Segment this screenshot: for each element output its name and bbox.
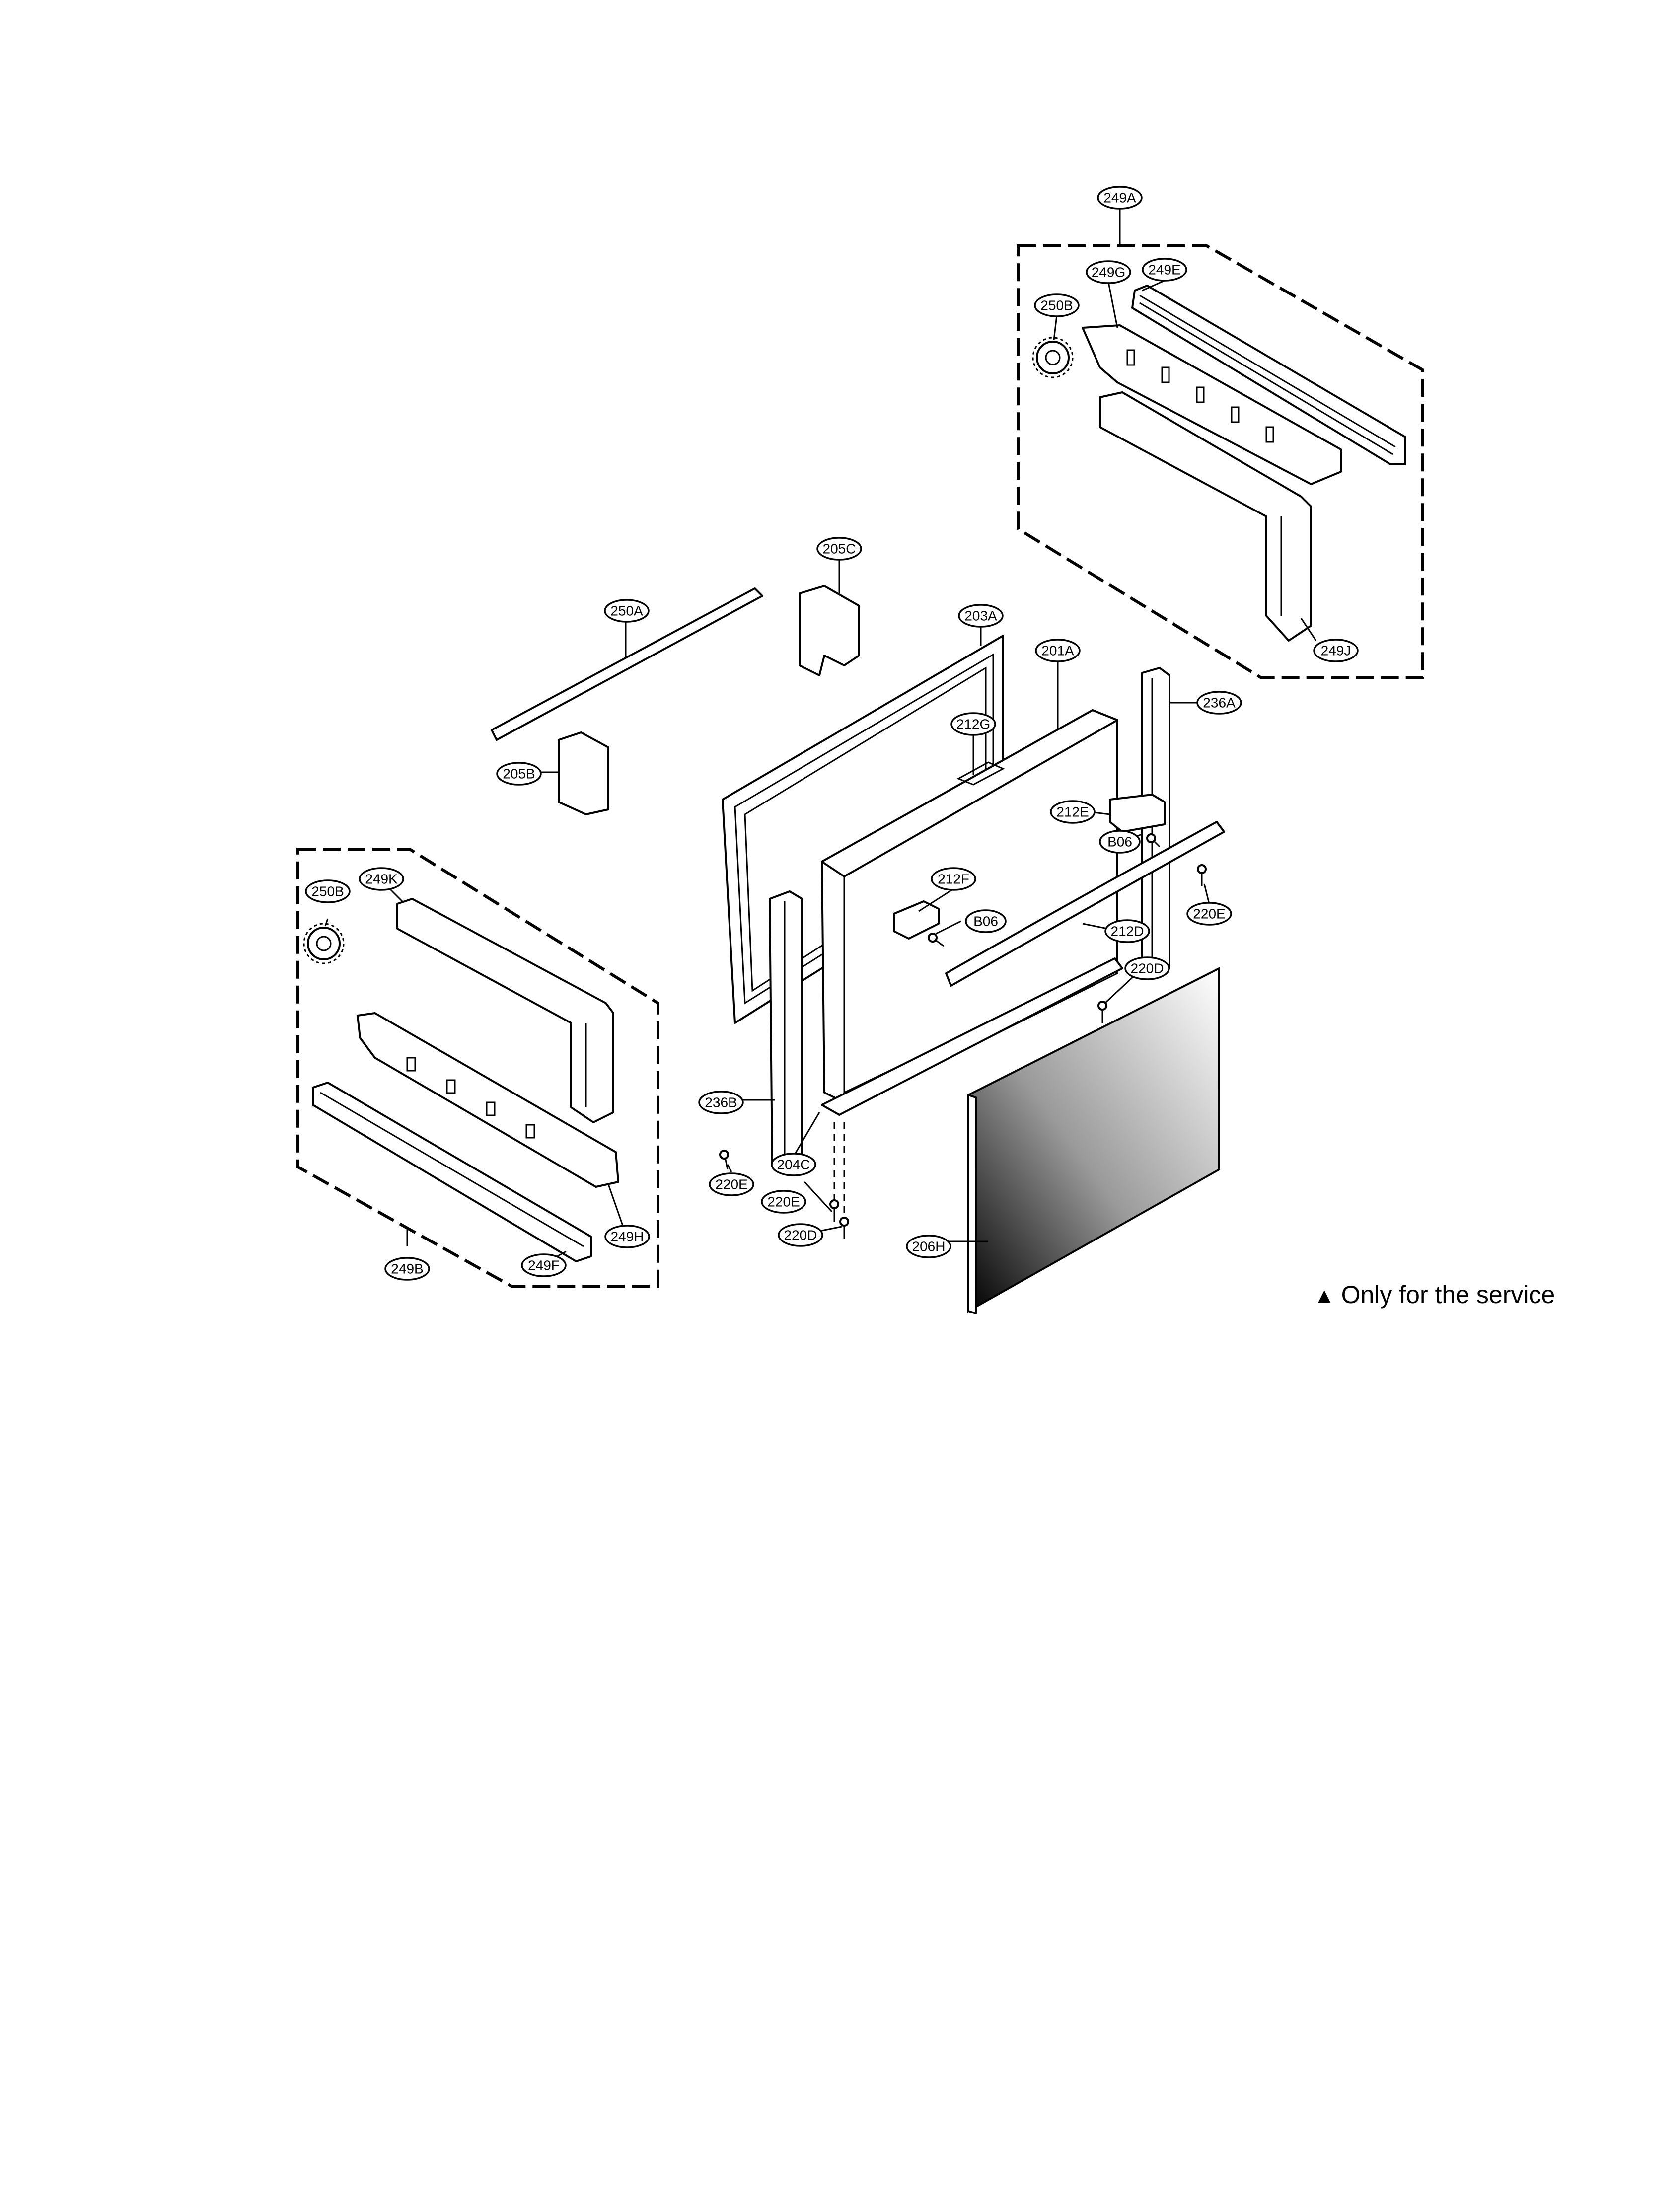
callout-220e-mid: 220E	[761, 1190, 806, 1214]
callout-249f: 249F	[521, 1253, 567, 1277]
callout-b06-left-label: B06	[973, 914, 998, 929]
callout-250b-top: 250B	[1034, 293, 1080, 317]
callout-249h: 249H	[604, 1225, 650, 1248]
callout-203a-label: 203A	[964, 608, 997, 624]
callout-220d-bottom-label: 220D	[784, 1228, 817, 1243]
part-249f-rail	[312, 1082, 592, 1262]
callout-205b-label: 205B	[503, 766, 535, 782]
callout-250b-left-label: 250B	[311, 884, 344, 899]
callout-250a-label: 250A	[610, 603, 643, 619]
callout-220e-mid-label: 220E	[767, 1194, 800, 1210]
callout-201a-label: 201A	[1041, 643, 1074, 658]
screws	[719, 833, 1207, 1239]
part-249h-bracket	[357, 1012, 619, 1188]
callout-220e-right-label: 220E	[1193, 906, 1225, 922]
callout-205c-label: 205C	[823, 541, 856, 557]
callout-249e-label: 249E	[1148, 262, 1180, 278]
callout-249g: 249G	[1086, 260, 1131, 284]
callout-249e: 249E	[1142, 258, 1187, 282]
callout-212f: 212F	[931, 867, 976, 891]
callout-205c: 205C	[816, 537, 862, 561]
callout-249k-label: 249K	[365, 872, 398, 887]
callout-b06-left: B06	[965, 909, 1007, 933]
callout-201a: 201A	[1035, 639, 1081, 662]
callout-220d-right: 220D	[1124, 956, 1170, 980]
callout-236a-label: 236A	[1203, 695, 1236, 711]
gear-250b-top	[1032, 337, 1074, 378]
callout-220d-bottom: 220D	[778, 1223, 823, 1247]
callout-212g-label: 212G	[956, 717, 991, 732]
callout-250b-left: 250B	[305, 879, 351, 903]
callout-203a: 203A	[958, 604, 1004, 628]
callout-212e-label: 212E	[1056, 804, 1089, 820]
callout-250a: 250A	[604, 599, 650, 623]
part-212f-bracket	[893, 900, 940, 940]
warning-triangle-icon: ▲	[1314, 1284, 1335, 1308]
callout-249k: 249K	[359, 867, 404, 891]
callout-212d: 212D	[1104, 919, 1150, 943]
service-note: ▲Only for the service	[1314, 1280, 1555, 1309]
group-249a	[1017, 244, 1424, 679]
group-249b	[296, 848, 659, 1288]
part-249k-bracket	[396, 898, 614, 1123]
callout-212f-label: 212F	[938, 872, 969, 887]
callout-249a-label: 249A	[1103, 190, 1136, 206]
callout-220e-right: 220E	[1186, 902, 1232, 926]
callout-220d-right-label: 220D	[1131, 961, 1164, 976]
part-212d-tube	[945, 821, 1225, 987]
part-212e-bracket	[1109, 794, 1166, 833]
service-note-text: Only for the service	[1341, 1281, 1555, 1309]
callout-249g-label: 249G	[1092, 265, 1126, 280]
group-249b-boundary	[296, 848, 659, 1288]
part-205c-bracket	[799, 585, 860, 676]
callout-249j-label: 249J	[1321, 643, 1351, 658]
part-250a-strip	[491, 587, 763, 741]
callout-249h-label: 249H	[611, 1229, 644, 1244]
part-236b-column	[769, 890, 803, 1173]
callout-220e-left: 220E	[709, 1172, 754, 1196]
callout-220e-left-label: 220E	[715, 1177, 747, 1192]
group-249a-boundary	[1017, 244, 1424, 679]
part-249e-rail	[1131, 285, 1406, 465]
callout-249b: 249B	[384, 1257, 430, 1281]
part-204c-trim	[821, 957, 1123, 1116]
callout-204c: 204C	[771, 1153, 816, 1176]
part-249j-bracket	[1099, 391, 1312, 642]
callout-236b: 236B	[698, 1091, 744, 1114]
callout-b06-right: B06	[1099, 830, 1141, 854]
callout-212g: 212G	[950, 712, 996, 736]
callout-206h: 206H	[906, 1235, 951, 1258]
part-212g-label	[956, 761, 1005, 786]
gear-250b-left	[303, 923, 345, 964]
callout-206h-label: 206H	[912, 1239, 946, 1254]
callout-249a: 249A	[1097, 186, 1143, 210]
callout-250b-top-label: 250B	[1040, 298, 1073, 313]
callout-249b-label: 249B	[391, 1261, 423, 1277]
callout-212d-label: 212D	[1111, 924, 1144, 939]
callout-249f-label: 249F	[528, 1258, 560, 1273]
callout-204c-label: 204C	[777, 1157, 810, 1172]
callout-249j: 249J	[1313, 639, 1359, 662]
callout-205b: 205B	[496, 762, 542, 786]
part-205b-bracket	[558, 731, 609, 815]
callout-212e: 212E	[1050, 800, 1096, 824]
part-249g-bracket	[1082, 324, 1342, 485]
callout-236a: 236A	[1196, 691, 1242, 715]
callout-b06-right-label: B06	[1107, 834, 1132, 850]
callout-236b-label: 236B	[705, 1095, 737, 1110]
